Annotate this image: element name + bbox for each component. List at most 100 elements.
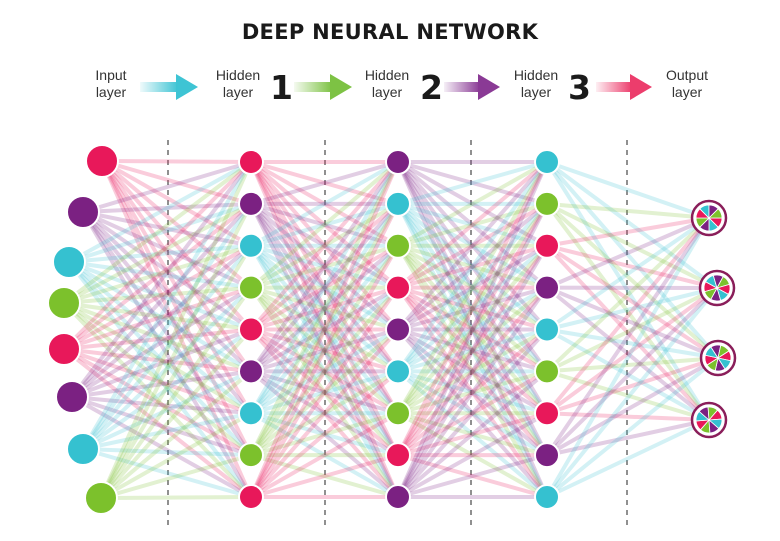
connection-line [545,216,711,248]
hidden-3-node [534,400,560,427]
connection-line [249,243,400,416]
connection-line [545,160,720,360]
connection-line [249,453,400,499]
connection-line [70,395,253,499]
connection-line [545,418,711,458]
connection-line [81,447,253,458]
connection-line [100,159,253,458]
connection-line [81,210,253,290]
connection-line [249,160,400,499]
connection-line [545,201,719,290]
stage-number-1: 1 [270,68,293,107]
connection-line [249,160,400,374]
connection-line [545,418,711,499]
hidden-1-node [238,358,264,385]
connection-line [249,243,400,332]
connection-line [249,201,400,374]
network-nodes [47,144,737,515]
connection-line [249,327,400,374]
wheel-segment [715,283,731,295]
hidden-3-node [534,149,560,175]
connection-line [249,201,400,499]
connection-line [396,285,549,499]
arrow-input-to-hidden-1 [140,74,198,100]
hidden-3-node [534,316,560,343]
connection-line [67,260,253,374]
connection-line [249,453,400,499]
hidden-2-node [385,149,411,175]
connection-line [249,243,400,499]
connection-line [67,160,253,264]
stage-label-hidden-1: Hidden layer [207,67,269,101]
input-node [52,245,86,279]
connection-line [396,285,549,332]
connection-line [62,347,253,416]
hidden-3-node [534,190,560,217]
connection-line [396,369,549,458]
connection-line [396,160,549,290]
stage-label-line1: Hidden [364,67,410,83]
connection-line [249,160,400,458]
connection-line [396,201,549,416]
connection-line [249,327,400,499]
connection-line [545,201,720,360]
connection-line [249,201,400,332]
connection-line [249,243,400,374]
connection-line [545,160,711,422]
connection-line [249,201,400,499]
connection-line [67,260,253,499]
connection-line [396,160,549,374]
connection-line [81,369,253,451]
stage-label-line1: Output [665,67,709,83]
connection-line [100,159,253,164]
arrow-hidden-1-to-hidden-2 [294,74,352,100]
connection-line [67,260,253,416]
hidden-2-node [385,316,411,343]
connection-line [81,210,253,374]
stage-label-output: Output layer [656,67,718,101]
connection-line [62,301,253,374]
connection-line [545,201,711,422]
output-node [690,401,728,439]
connection-line [62,285,253,305]
connection-line [396,243,549,499]
connection-line [396,411,549,499]
arrow-hidden-3-to-output [596,74,652,100]
connection-line [249,243,400,374]
hidden-1-node [238,232,264,259]
hidden-1-node [238,190,264,217]
connection-line [249,243,400,332]
connection-line [62,243,253,351]
connection-line [396,369,549,499]
connection-line [396,201,549,458]
connection-line [100,159,253,499]
connection-line [396,285,549,499]
connection-line [396,201,549,332]
connection-line [545,356,720,499]
connection-line [249,243,400,458]
connection-line [249,285,400,458]
connection-line [545,160,719,290]
connection-line [545,286,719,332]
connection-line [249,201,400,248]
connection-line [396,201,549,332]
connection-line [396,201,549,290]
connection-line [545,356,720,416]
connection-line [396,285,549,374]
connection-line [545,369,711,422]
connection-line [545,286,719,374]
connection-line [545,327,720,360]
connection-line [62,301,253,499]
connection-line [249,285,400,374]
connection-line [396,243,549,290]
connection-line [99,495,253,500]
stage-number-3: 3 [568,68,591,107]
connection-line [396,201,549,374]
connection-line [249,160,400,290]
connection-line [396,453,549,499]
connection-line [249,201,400,416]
connection-line [545,216,711,290]
connection-line [396,243,549,499]
hidden-2-node [385,484,411,510]
